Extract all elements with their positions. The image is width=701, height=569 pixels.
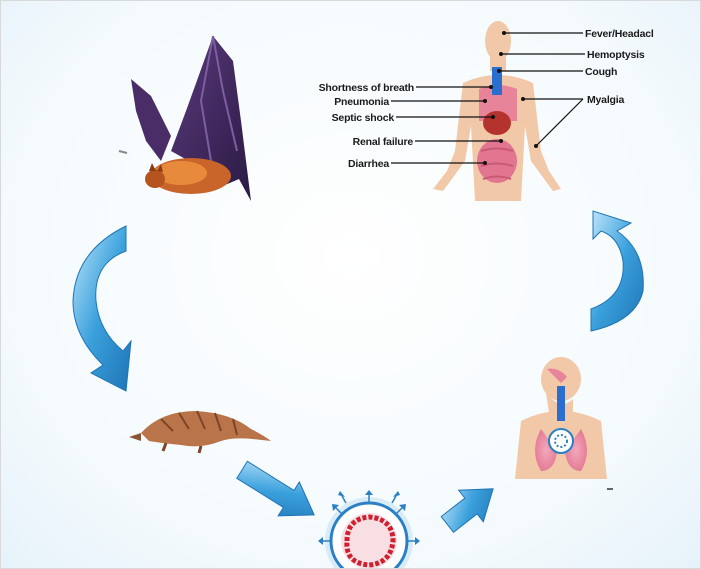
curved-arrow-bat-to-pangolin <box>73 226 131 391</box>
human-body-organs-icon <box>433 21 561 201</box>
symptom-label-diarrhea: Diarrhea <box>348 158 389 170</box>
arrow-pangolin-to-virus <box>231 453 324 532</box>
coronavirus-icon <box>318 490 420 569</box>
symptom-label-septic-shock: Septic shock <box>332 112 395 124</box>
pangolin-icon <box>129 411 271 453</box>
symptom-label-shortness-of-breath: Shortness of breath <box>319 82 414 94</box>
curved-arrow-respiratory-to-body <box>591 211 643 331</box>
arrow-virus-to-respiratory <box>435 473 505 540</box>
symptom-label-myalgia: Myalgia <box>587 94 624 106</box>
human-respiratory-icon <box>515 357 613 489</box>
bat-icon <box>119 36 251 201</box>
symptom-label-cough: Cough <box>585 66 617 78</box>
symptom-label-fever: Fever/Headacl <box>585 28 654 40</box>
symptom-label-renal-failure: Renal failure <box>353 136 414 148</box>
symptom-label-pneumonia: Pneumonia <box>334 96 389 108</box>
symptom-label-hemoptysis: Hemoptysis <box>587 49 645 61</box>
